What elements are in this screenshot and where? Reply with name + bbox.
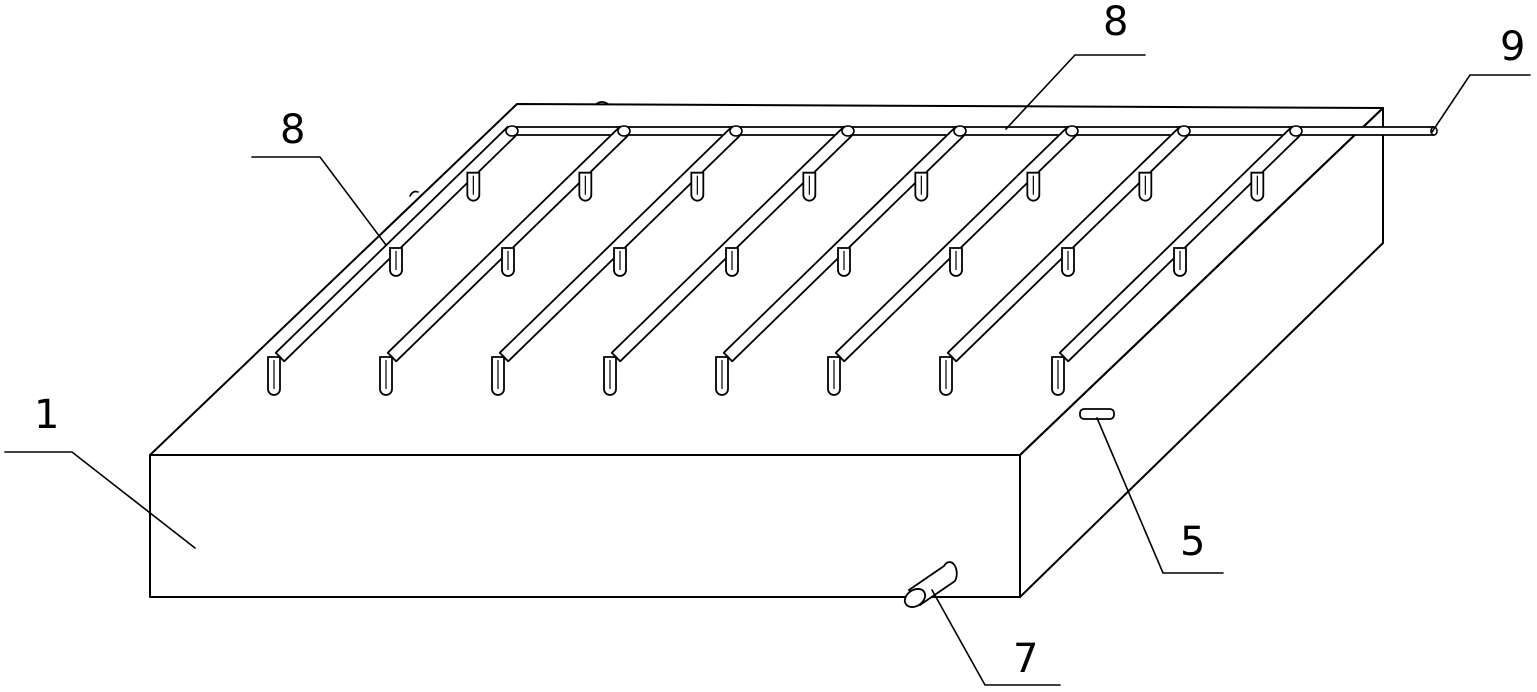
leader-8-top: [1005, 54, 1146, 130]
main-header-inlet-end: [1430, 126, 1438, 136]
branch-pipe-8: [1058, 125, 1302, 363]
nozzle-1-2: [389, 247, 403, 277]
nozzle-4-2: [725, 247, 739, 277]
tank-front-face: [149, 454, 1021, 598]
leader-5: [1096, 417, 1224, 574]
tank-top-rim-detail: [595, 101, 609, 105]
branch-joint-1: [505, 125, 519, 137]
label-branch-pipe: 8: [280, 107, 305, 153]
branch-pipe-2: [386, 125, 630, 363]
nozzle-5-3: [715, 356, 729, 396]
branch-pipe-1: [274, 125, 518, 363]
branch-joint-3: [729, 125, 743, 137]
nozzle-2-1: [578, 171, 593, 202]
nozzle-1-3: [267, 356, 281, 396]
nozzle-3-1: [690, 171, 705, 202]
nozzle-7-3: [939, 356, 953, 396]
nozzle-8-3: [1051, 356, 1065, 396]
nozzle-4-1: [802, 171, 817, 202]
label-inlet: 9: [1500, 24, 1525, 70]
nozzle-6-3: [827, 356, 841, 396]
nozzle-7-1: [1138, 171, 1153, 202]
branch-pipe-3: [498, 125, 742, 363]
branch-pipe-4: [610, 125, 854, 363]
leader-8-left: [251, 156, 387, 246]
nozzle-4-3: [603, 356, 617, 396]
nozzle-8-1: [1250, 171, 1265, 202]
label-tank: 1: [34, 392, 59, 438]
outlet-pipe-mouth: [903, 588, 927, 608]
label-side-port: 5: [1180, 519, 1205, 565]
branch-joint-6: [1065, 125, 1079, 137]
nozzle-8-2: [1173, 247, 1187, 277]
leader-lines: [4, 54, 1531, 686]
branch-pipe-5: [722, 125, 966, 363]
tank-right-face: [1019, 107, 1384, 598]
nozzle-5-1: [914, 171, 929, 202]
branch-joint-5: [953, 125, 967, 137]
nozzle-6-2: [949, 247, 963, 277]
branch-joint-4: [841, 125, 855, 137]
leader-9: [1431, 74, 1531, 133]
nozzle-2-2: [501, 247, 515, 277]
branch-joint-7: [1177, 125, 1191, 137]
nozzle-6-1: [1026, 171, 1041, 202]
nozzle-7-2: [1061, 247, 1075, 277]
nozzle-1-1: [466, 171, 481, 202]
label-outlet-pipe: 7: [1013, 636, 1038, 682]
tank-top-face: [149, 103, 1384, 456]
nozzle-5-2: [837, 247, 851, 277]
leader-7: [931, 589, 1061, 686]
tank-body: [149, 101, 1384, 598]
leader-1: [4, 451, 196, 549]
nozzle-3-3: [491, 356, 505, 396]
branch-pipe-7: [946, 125, 1190, 363]
tank-left-rim-detail: [409, 190, 419, 197]
nozzle-2-3: [379, 356, 393, 396]
pipe-network: [267, 125, 1438, 396]
branch-joint-8: [1289, 125, 1303, 137]
branch-joint-2: [617, 125, 631, 137]
label-main-pipe: 8: [1103, 0, 1128, 45]
branch-pipe-6: [834, 125, 1078, 363]
outlet-pipe: [903, 561, 958, 608]
nozzle-3-2: [613, 247, 627, 277]
